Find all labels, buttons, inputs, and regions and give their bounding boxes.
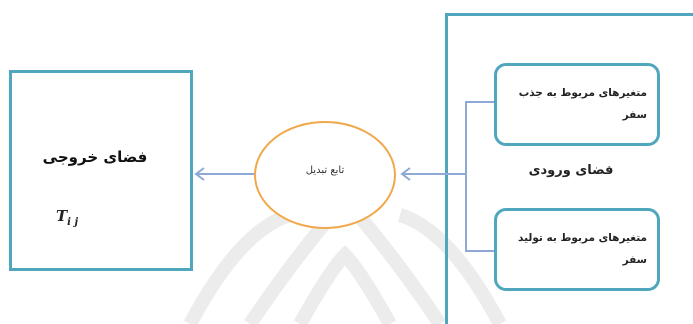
attraction-variables-line1: متغیرهای مربوط به جذب: [518, 87, 647, 99]
output-formula: Ti j: [56, 207, 78, 228]
output-space-box: [9, 70, 193, 271]
output-space-label: فضای خروجی: [42, 148, 148, 166]
transfer-function-label: تابع تبدیل: [305, 165, 345, 176]
attraction-variables-box: متغیرهای مربوط به جذب سفر: [494, 63, 660, 146]
input-space-box: [445, 13, 693, 324]
formula-subscript: i j: [67, 217, 79, 228]
production-variables-box: متغیرهای مربوط به تولید سفر: [494, 208, 660, 291]
production-variables-line1: متغیرهای مربوط به تولید: [518, 232, 647, 244]
production-variables-line2: سفر: [622, 254, 647, 266]
arrowhead-transfer: [400, 167, 411, 181]
formula-main: T: [56, 207, 68, 225]
attraction-variables-line2: سفر: [622, 109, 647, 121]
transfer-function-ellipse: [254, 121, 396, 229]
arrowhead-output: [194, 167, 205, 181]
attraction-variables-text: متغیرهای مربوط به جذب سفر: [505, 82, 647, 126]
input-space-label: فضای ورودی: [528, 163, 614, 178]
production-variables-text: متغیرهای مربوط به تولید سفر: [505, 227, 647, 271]
